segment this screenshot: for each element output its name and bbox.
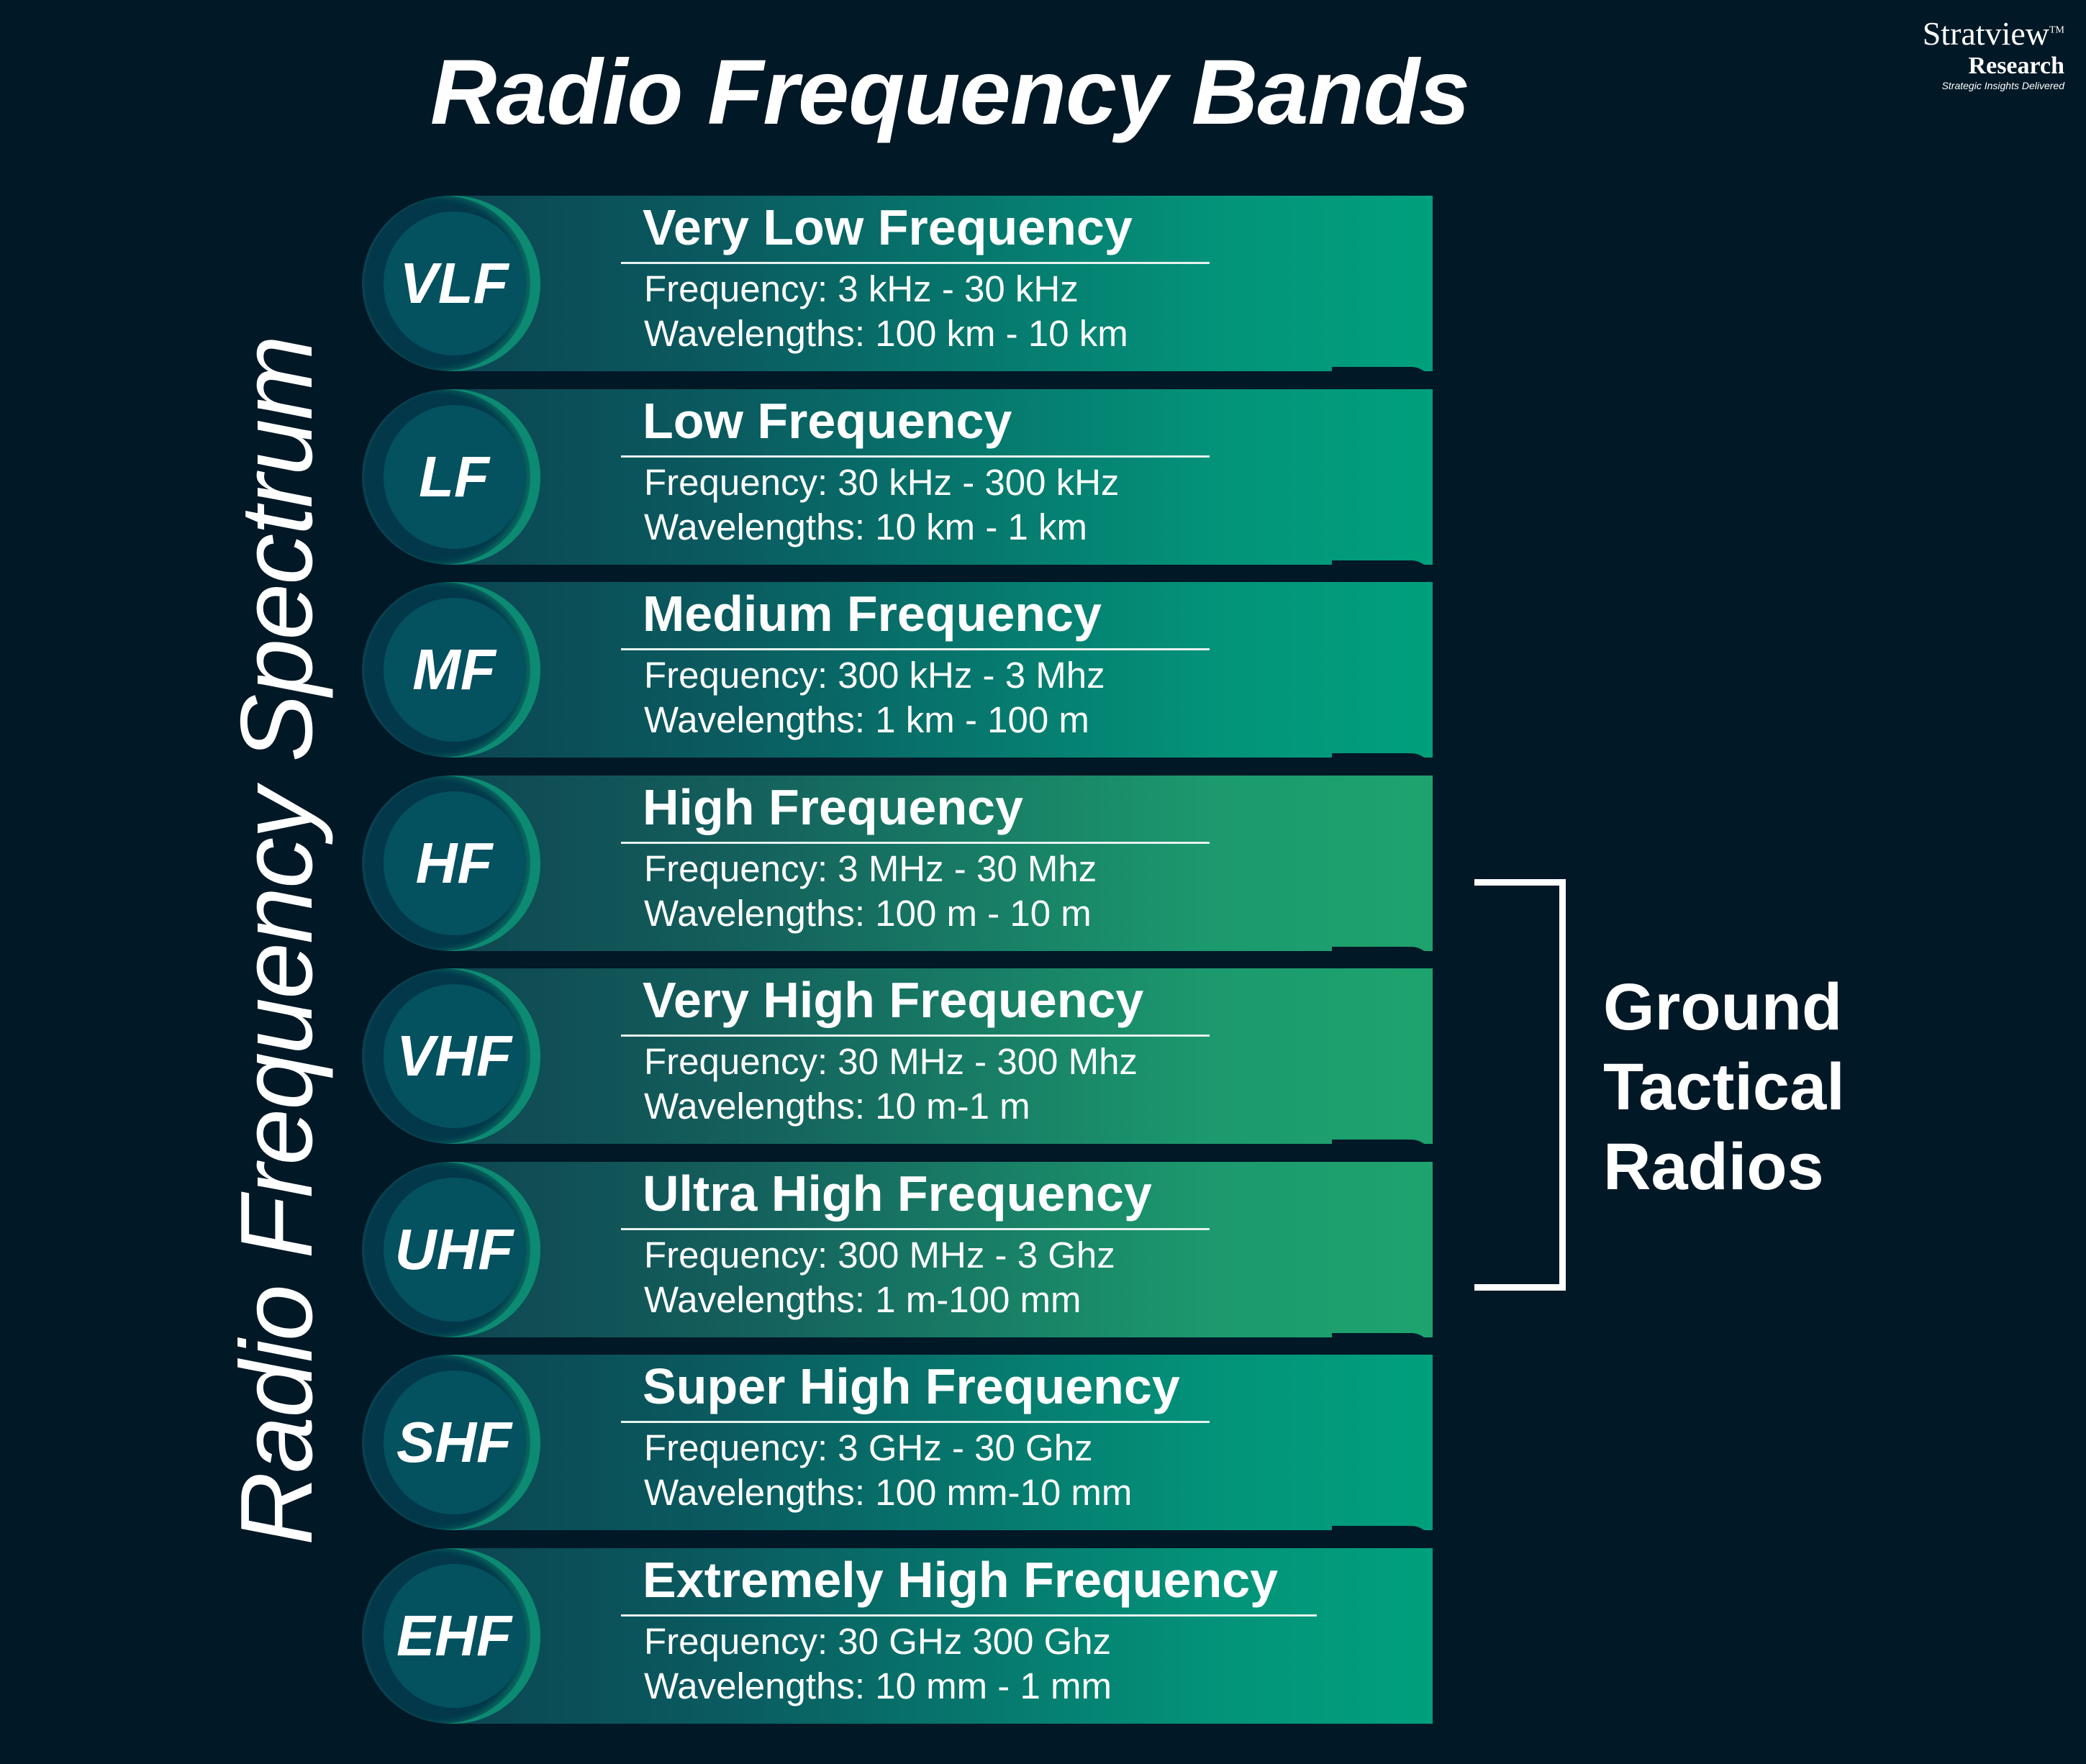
band-abbr: HF [384, 791, 525, 935]
band-frequency: Frequency: 30 kHz - 300 kHz [644, 461, 1120, 503]
divider [621, 455, 1210, 458]
band-wavelength: Wavelengths: 100 mm-10 mm [644, 1472, 1133, 1513]
band-name: Extremely High Frequency [643, 1551, 1279, 1608]
band-name: Medium Frequency [643, 586, 1102, 642]
divider [621, 648, 1210, 650]
band-abbr: EHF [384, 1563, 525, 1708]
band-frequency: Frequency: 30 GHz 300 Ghz [644, 1620, 1112, 1662]
band-wavelength: Wavelengths: 10 mm - 1 mm [644, 1665, 1112, 1706]
band-vhf: VHF Very High Frequency Frequency: 30 MH… [362, 968, 1433, 1161]
divider [621, 841, 1210, 844]
band-shf: SHF Super High Frequency Frequency: 3 GH… [362, 1355, 1433, 1547]
stratview-logo: StratviewTM Research Strategic Insights … [1923, 14, 2064, 91]
logo-name: Stratview [1922, 15, 2049, 52]
divider [621, 1614, 1317, 1617]
divider [621, 1035, 1210, 1037]
band-wavelength: Wavelengths: 1 km - 100 m [644, 699, 1089, 740]
band-frequency: Frequency: 3 GHz - 30 Ghz [644, 1427, 1093, 1468]
logo-tagline: Strategic Insights Delivered [1941, 80, 2064, 91]
band-badge: VLF [365, 196, 540, 371]
spectrum-label: Radio Frequency Spectrum [219, 336, 334, 1546]
band-frequency: Frequency: 3 kHz - 30 kHz [644, 268, 1079, 309]
band-name: High Frequency [643, 778, 1023, 835]
band-mf: MF Medium Frequency Frequency: 300 kHz -… [362, 582, 1433, 775]
band-wavelength: Wavelengths: 1 m-100 mm [644, 1278, 1081, 1320]
band-name: Super High Frequency [643, 1358, 1180, 1414]
band-name: Low Frequency [643, 392, 1012, 449]
band-badge: MF [365, 582, 540, 758]
band-name: Very Low Frequency [643, 199, 1133, 255]
divider [621, 262, 1210, 264]
logo-sub: Research [1968, 53, 2064, 79]
band-wavelength: Wavelengths: 10 km - 1 km [644, 506, 1087, 547]
divider [621, 1421, 1210, 1423]
band-abbr: VHF [384, 984, 525, 1128]
band-badge: UHF [365, 1161, 540, 1337]
band-frequency: Frequency: 300 MHz - 3 Ghz [644, 1234, 1115, 1276]
band-badge: SHF [365, 1355, 540, 1530]
band-hf: HF High Frequency Frequency: 3 MHz - 30 … [362, 775, 1433, 968]
band-badge: EHF [365, 1547, 540, 1724]
band-lf: LF Low Frequency Frequency: 30 kHz - 300… [362, 388, 1433, 582]
band-uhf: UHF Ultra High Frequency Frequency: 300 … [362, 1161, 1433, 1355]
page-title: Radio Frequency Bands [430, 41, 1470, 144]
band-abbr: MF [384, 598, 525, 742]
band-wavelength: Wavelengths: 10 m-1 m [644, 1086, 1030, 1127]
band-name: Ultra High Frequency [643, 1165, 1152, 1222]
gtr-line: Ground [1603, 970, 1843, 1044]
band-vlf: VLF Very Low Frequency Frequency: 3 kHz … [362, 196, 1433, 388]
band-name: Very High Frequency [643, 972, 1144, 1028]
band-abbr: LF [384, 404, 525, 549]
band-badge: VHF [365, 968, 540, 1144]
band-badge: LF [365, 388, 540, 565]
band-wavelength: Wavelengths: 100 m - 10 m [644, 892, 1092, 934]
logo-tm: TM [2049, 24, 2064, 36]
band-abbr: UHF [384, 1177, 525, 1322]
gtr-line: Tactical [1603, 1050, 1845, 1124]
band-frequency: Frequency: 30 MHz - 300 Mhz [644, 1041, 1138, 1082]
divider [621, 1227, 1210, 1230]
band-ehf: EHF Extremely High Frequency Frequency: … [362, 1547, 1433, 1724]
gtr-line: Radios [1603, 1130, 1824, 1204]
ground-tactical-bracket [1474, 879, 1566, 1291]
band-wavelength: Wavelengths: 100 km - 10 km [644, 313, 1128, 354]
band-frequency: Frequency: 300 kHz - 3 Mhz [644, 655, 1105, 696]
ground-tactical-radios-label: Ground Tactical Radios [1603, 968, 1845, 1207]
band-abbr: SHF [384, 1370, 525, 1514]
band-abbr: VLF [384, 212, 525, 355]
band-badge: HF [365, 775, 540, 951]
band-frequency: Frequency: 3 MHz - 30 Mhz [644, 847, 1097, 889]
